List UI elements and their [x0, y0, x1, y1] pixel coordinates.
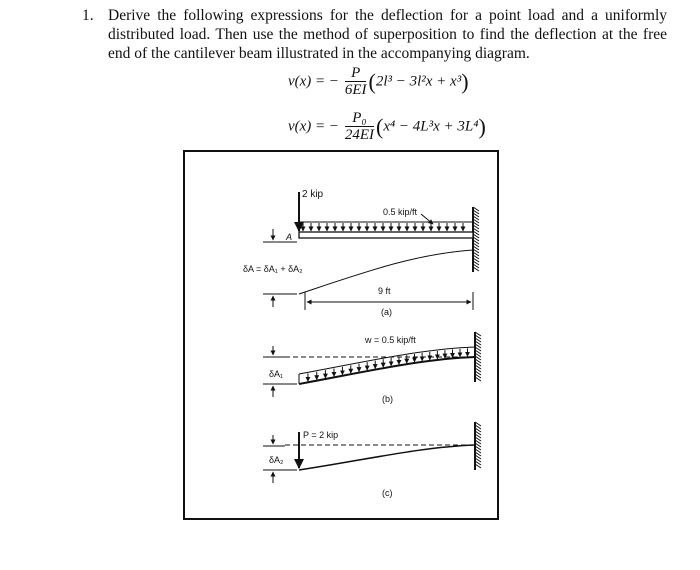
eq1-lhs: v(x) = −	[288, 73, 340, 90]
eq1-numerator: P	[344, 66, 367, 82]
beam-diagram: 2 kip 0.5 kip/ft A δA = δA₁ + δA₂ 9 ft (…	[243, 189, 482, 498]
eq2-body: x⁴ − 4L³x + 3L⁴	[383, 118, 479, 135]
beam-figure: 2 kip 0.5 kip/ft A δA = δA₁ + δA₂ 9 ft (…	[183, 150, 499, 520]
eq1-body: 2l³ − 3l²x + x³	[375, 73, 462, 90]
caption-a: (a)	[381, 307, 392, 317]
point-load-label-c: P = 2 kip	[303, 430, 338, 440]
delta-a1-label: δA₁	[269, 369, 283, 379]
beam-a	[298, 231, 474, 239]
caption-c: (c)	[382, 488, 393, 498]
point-a-label: A	[285, 232, 292, 242]
problem-text: Derive the following expressions for the…	[108, 7, 667, 62]
wall-b	[474, 331, 482, 382]
eq1-fraction: P 6EI	[344, 66, 367, 98]
eq1-denominator: 6EI	[344, 82, 367, 98]
eq2-denominator: 24EI	[344, 127, 374, 143]
point-load-label-a: 2 kip	[302, 189, 324, 200]
span-label: 9 ft	[378, 286, 391, 296]
problem-number: 1.	[82, 7, 94, 24]
problem-statement: 1. Derive the following expressions for …	[82, 6, 667, 63]
dist-load-label-a: 0.5 kip/ft	[383, 207, 418, 217]
deflected-curve-a	[298, 249, 474, 295]
equation-distributed-load: v(x) = − P₀ 24EI (x⁴ − 4L³x + 3L⁴)	[288, 110, 486, 144]
superposition-label: δA = δA₁ + δA₂	[243, 264, 303, 274]
eq2-fraction: P₀ 24EI	[344, 111, 374, 143]
wall-a	[472, 206, 480, 272]
wall-c	[474, 421, 482, 470]
equation-point-load: v(x) = − P 6EI (2l³ − 3l²x + x³)	[288, 65, 469, 99]
dist-load-pointer-a	[420, 213, 434, 225]
deflected-beam-c	[298, 444, 476, 471]
eq2-lhs: v(x) = −	[288, 118, 340, 135]
distributed-load-arrows-a	[300, 223, 466, 232]
dist-load-label-b: w = 0.5 kip/ft	[364, 335, 416, 345]
eq2-numerator: P₀	[344, 111, 374, 127]
deflected-beam-b	[298, 356, 476, 385]
caption-b: (b)	[382, 394, 393, 404]
load-block-b	[298, 346, 476, 375]
distributed-load-arrows-b	[305, 348, 470, 382]
delta-a2-label: δA₂	[269, 455, 284, 465]
